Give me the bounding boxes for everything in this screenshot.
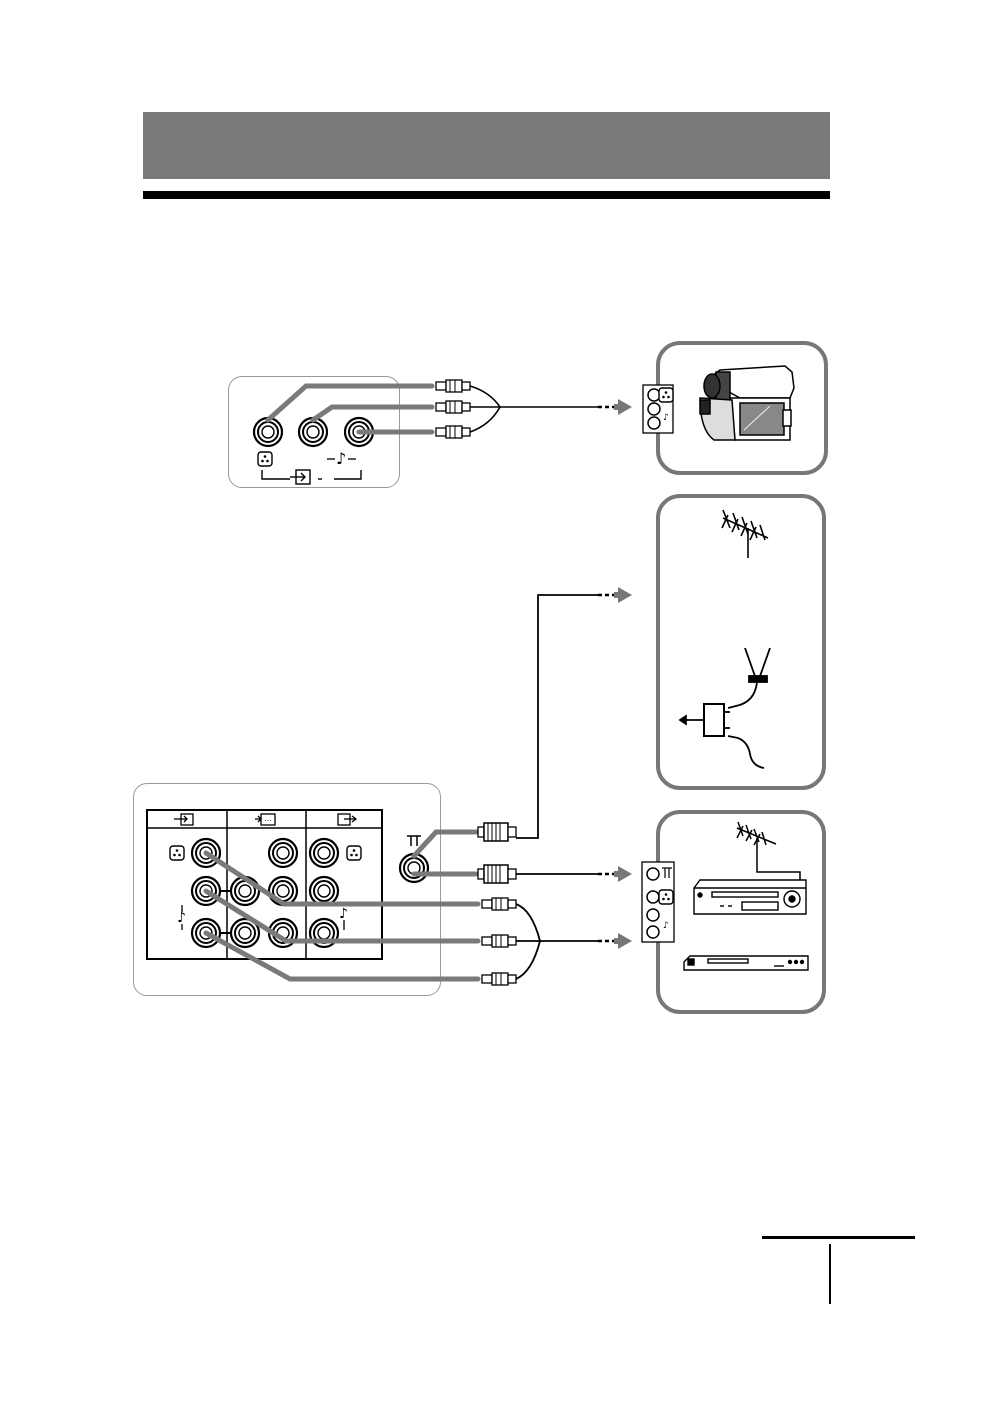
rear-panel-block: ··· ♪ ♪: [147, 810, 428, 959]
rear-cable-lines: [516, 595, 598, 979]
rabbit-ears-antenna-icon: [680, 648, 770, 768]
vcr-antenna-direction-arrow: [598, 866, 632, 882]
svg-text:♪: ♪: [336, 449, 346, 468]
video-symbol-icon: [170, 846, 184, 860]
camcorder-direction-arrow: [598, 399, 632, 415]
front-cable-bundle: [470, 386, 598, 432]
video-symbol-icon: [258, 452, 272, 466]
vcr-antenna-icon: [737, 822, 800, 880]
rca-plug-audio-right-rear: [482, 973, 516, 985]
out-video-jack[interactable]: [310, 839, 338, 867]
vcr-av-direction-arrow: [598, 933, 632, 949]
out-audio-left-jack[interactable]: [310, 877, 338, 905]
rca-plug-audio-right: [436, 426, 470, 438]
dvd-player-icon: [684, 956, 808, 970]
vcr-jack-strip: ♪: [642, 862, 674, 942]
rca-plug-video: [436, 380, 470, 392]
svg-text:···: ···: [264, 816, 272, 825]
antenna-icon: [722, 510, 768, 558]
input-arrow-icon: [290, 470, 310, 484]
footer-rule: [762, 1236, 915, 1239]
camcorder-jack-strip: ♪: [643, 385, 673, 433]
footer-divider: [829, 1244, 831, 1304]
rca-plug-audio-left: [436, 401, 470, 413]
video-symbol-icon: [347, 846, 361, 860]
monitor-video-jack[interactable]: [269, 839, 297, 867]
svg-text:♪: ♪: [339, 906, 348, 922]
svg-text:♪: ♪: [177, 910, 186, 926]
antenna-direction-arrow: [598, 587, 632, 603]
antenna-symbol-icon: [407, 836, 421, 846]
audio-note-icon: ♪: [327, 449, 356, 468]
rca-plug-audio-left-rear: [482, 935, 516, 947]
front-panel-labels: ♪: [258, 449, 361, 484]
coax-plug-vcr: [478, 865, 516, 883]
vcr-icon: [694, 880, 806, 914]
rca-plug-video-rear: [482, 898, 516, 910]
svg-text:♪: ♪: [663, 921, 669, 931]
camcorder-icon: [700, 366, 794, 440]
svg-text:♪: ♪: [663, 413, 669, 423]
coax-plug-antenna: [478, 823, 516, 841]
